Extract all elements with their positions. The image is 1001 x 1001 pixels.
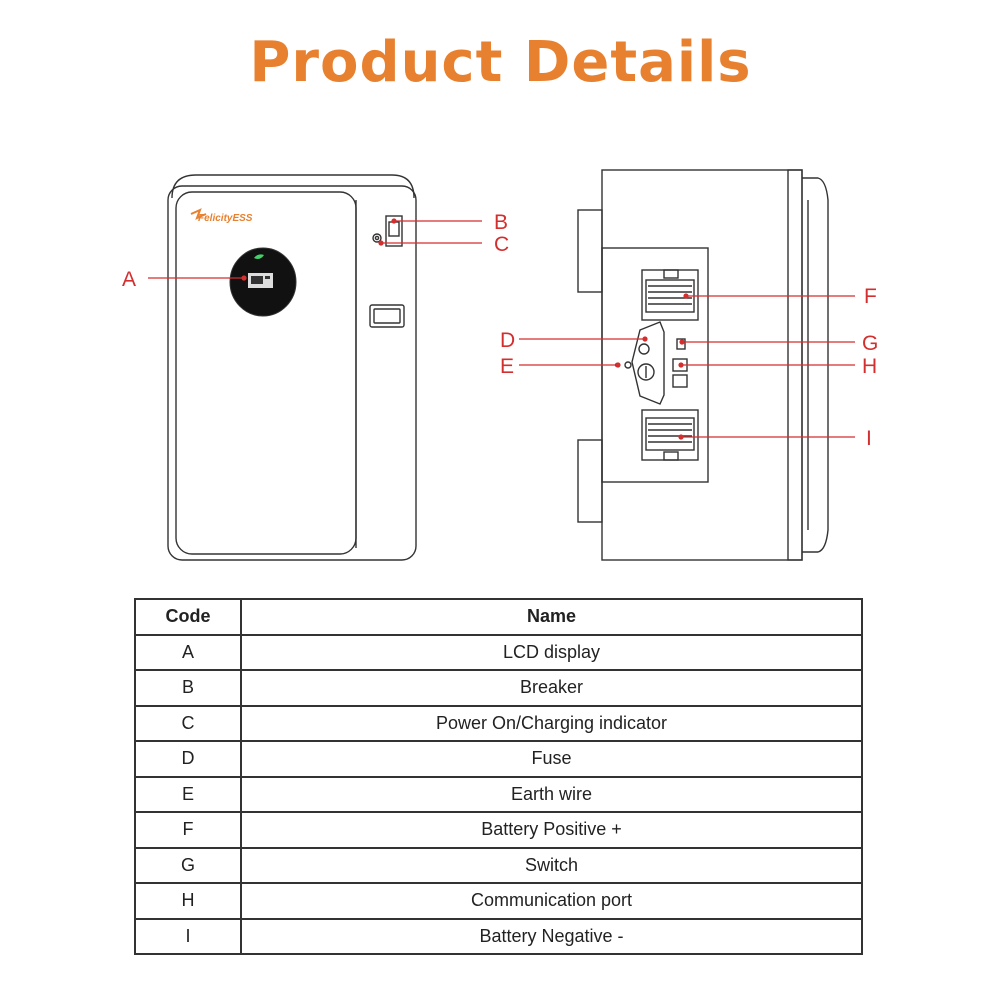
table-row: A LCD display [134,633,863,671]
callout-h: H [862,355,877,378]
table-row: B Breaker [134,669,863,707]
brand-logo: FelicityESS [190,208,253,224]
page-title: Product Details [249,30,752,95]
table-row: G Switch [134,846,863,884]
header-name: Name [240,598,863,636]
row-name: LCD display [240,633,863,671]
callout-e: E [500,355,514,378]
row-code: H [134,882,242,920]
table-row: I Battery Negative - [134,917,863,955]
table-row: E Earth wire [134,775,863,813]
table-row: C Power On/Charging indicator [134,704,863,742]
header-code: Code [134,598,242,636]
table-row: H Communication port [134,882,863,920]
row-name: Fuse [240,740,863,778]
row-code: G [134,846,242,884]
callout-c: C [494,233,509,256]
row-name: Switch [240,846,863,884]
row-code: I [134,917,242,955]
lcd-display [229,247,297,317]
table-row: F Battery Positive + [134,811,863,849]
callout-lines [148,218,855,440]
row-name: Battery Negative - [240,917,863,955]
table-row: D Fuse [134,740,863,778]
callout-g: G [862,332,878,355]
row-code: E [134,775,242,813]
front-view [167,174,417,561]
callout-f: F [864,285,877,308]
callout-i: I [866,427,872,450]
callout-d: D [500,329,515,352]
row-code: B [134,669,242,707]
spec-table: Code Name A LCD display B Breaker C Powe… [134,598,863,955]
row-name: Battery Positive + [240,811,863,849]
row-name: Breaker [240,669,863,707]
row-code: A [134,633,242,671]
callout-a: A [122,268,136,291]
product-diagram: FelicityESS [122,169,878,561]
table-header-row: Code Name [134,598,863,636]
row-code: F [134,811,242,849]
row-name: Communication port [240,882,863,920]
row-code: C [134,704,242,742]
row-name: Power On/Charging indicator [240,704,863,742]
row-code: D [134,740,242,778]
callout-b: B [494,211,508,234]
row-name: Earth wire [240,775,863,813]
brand-logo-text: FelicityESS [198,213,253,224]
